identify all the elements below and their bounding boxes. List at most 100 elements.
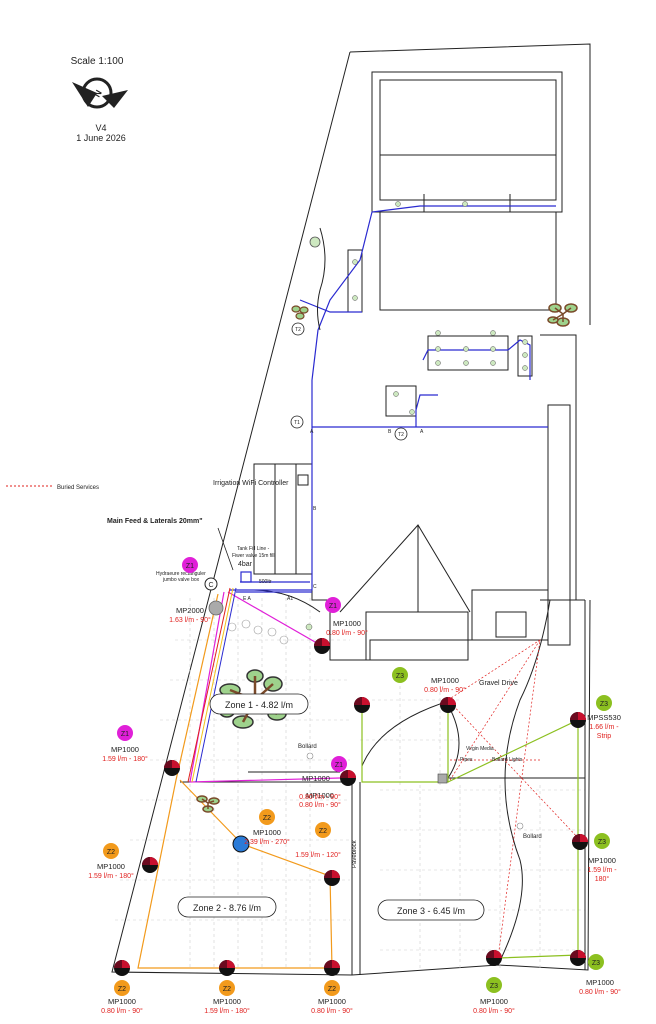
shed-structures	[253, 249, 533, 575]
shrub-icon	[196, 795, 220, 813]
nozzle-model: MP1000	[213, 997, 241, 1006]
svg-text:B: B	[313, 506, 317, 512]
tank-fill-label: Tank Fill Line -	[237, 546, 270, 552]
nozzle-flow: 0.80 l/m - 90°	[424, 686, 466, 694]
nozzle-flow: 0.80 l/m - 90°	[579, 988, 621, 996]
zone-badge-label: Z1	[329, 603, 337, 610]
nozzle-flow: 1.59 l/m - 180°	[204, 1007, 250, 1015]
zone-badge-label: Z3	[396, 673, 404, 680]
nozzle-model: MP2000	[176, 606, 204, 615]
t1-marker	[290, 415, 304, 429]
zone-badge	[596, 695, 612, 711]
gravel-drive-label: Gravel Drive	[479, 680, 518, 687]
zone1-laterals	[189, 591, 341, 783]
sprinkler-heads	[114, 638, 588, 976]
bollard-lights-label: Bollard Lights	[492, 757, 523, 763]
nozzle-flow-2: Strip	[597, 733, 612, 740]
nozzle-flow: 0.80 l/m - 90°	[299, 801, 341, 809]
buried-services-lines	[447, 639, 581, 959]
zone-badge	[315, 822, 331, 838]
sprinkler-head	[324, 960, 340, 976]
nozzle-model: MP1000	[97, 862, 125, 871]
nozzle-model: MP1000	[480, 997, 508, 1006]
nozzle-flow: 0.80 l/m - 90°	[101, 1007, 143, 1015]
bollard-label-2: Bollard	[523, 834, 542, 840]
zone-badge-label: Z3	[600, 701, 608, 708]
scale-label: Scale 1:100	[71, 56, 124, 67]
nozzle-flow: 1.59 l/m - 180°	[88, 872, 134, 880]
bollard-icon-1	[306, 752, 314, 760]
sprinkler-head	[340, 770, 356, 786]
nozzle-flow: 0.80 l/m - 90°	[473, 1007, 515, 1015]
valve-box-icon	[208, 600, 224, 616]
zone-badge-label: Z2	[328, 986, 336, 993]
stepping-stones	[227, 619, 289, 645]
pressure-label: 4bar	[238, 561, 253, 568]
zone1-label: Zone 1 - 4.82 l/m	[225, 700, 293, 710]
nozzle-model: MPSS530	[587, 713, 621, 722]
compass-letter: N	[92, 88, 104, 99]
svg-text:A: A	[310, 429, 314, 435]
nozzle-model: MP1000	[431, 676, 459, 685]
zone-badge	[117, 725, 133, 741]
nozzle-model: MP1000	[318, 997, 346, 1006]
zone-badge	[486, 977, 502, 993]
nozzle-model: MP1000	[586, 978, 614, 987]
version-label: V4	[95, 123, 106, 133]
valve-box-letter: C	[208, 582, 213, 589]
paveblock-label: Paveblock	[352, 839, 358, 868]
zone2-box: Zone 2 - 8.76 l/m	[177, 896, 277, 918]
nozzle-flow: 0.80 l/m - 90°	[311, 1007, 353, 1015]
svg-text:E A: E A	[243, 596, 251, 602]
wifi-controller-box	[297, 474, 309, 486]
sprinkler-head	[142, 857, 158, 873]
zone-badge	[103, 843, 119, 859]
nozzle-model: MP1000	[588, 856, 616, 865]
zone-badge-label: Z1	[121, 731, 129, 738]
nozzle-flow: 1.66 l/m -	[589, 724, 619, 731]
sprinkler-head	[440, 697, 456, 713]
valve-box-label: Hydraeure rectanguler	[156, 571, 206, 577]
sprinkler-head	[570, 712, 586, 728]
planter-box	[385, 385, 417, 417]
shrub-icon-small	[309, 236, 321, 248]
svg-text:A: A	[420, 429, 424, 435]
zone-badge	[219, 980, 235, 996]
zone-badge	[324, 980, 340, 996]
zone-badge-label: Z3	[592, 960, 600, 967]
svg-text:A1: A1	[287, 596, 293, 602]
plant-dots	[305, 201, 528, 631]
inspection-chamber	[437, 773, 448, 784]
sprinkler-head	[314, 638, 330, 654]
shrub-icon-side	[291, 305, 309, 320]
t2-marker-a	[291, 322, 305, 336]
t1-label: T1	[294, 420, 300, 426]
nozzle-model: MP1000	[333, 619, 361, 628]
zone3-box: Zone 3 - 6.45 l/m	[377, 899, 485, 921]
nozzle-model: MP1000	[306, 791, 334, 800]
zone1-box: Zone 1 - 4.82 l/m	[209, 693, 309, 715]
sprinkler-head	[324, 870, 340, 886]
zone-badge	[259, 809, 275, 825]
buried-services-label: Buried Services	[57, 485, 99, 491]
valve-box-label-2: jumbo valve box	[162, 577, 200, 583]
zone-badge-label: Z2	[107, 849, 115, 856]
main-feed-label: Main Feed & Laterals 20mm"	[107, 518, 203, 525]
zone-badge-label: Z2	[263, 815, 271, 822]
sprinkler-head-blue	[232, 835, 250, 853]
zone-badge	[331, 756, 347, 772]
sprinkler-head	[486, 950, 502, 966]
sprinkler-head	[164, 760, 180, 776]
valve-box-marker	[204, 577, 218, 591]
sprinkler-head	[572, 834, 588, 850]
sprinkler-head	[219, 960, 235, 976]
site-boundary	[111, 43, 591, 976]
compass-icon: N	[72, 77, 128, 109]
garage-building	[371, 71, 563, 311]
nozzle-flow: 0.80 l/m - 90°	[299, 793, 341, 801]
nozzle-flow: 1.59 l/m - 120°	[295, 851, 341, 859]
zone-badge-label: Z2	[319, 828, 327, 835]
zone-badge	[182, 557, 198, 573]
nozzle-flow: 1.59 l/m - 180°	[102, 755, 148, 763]
